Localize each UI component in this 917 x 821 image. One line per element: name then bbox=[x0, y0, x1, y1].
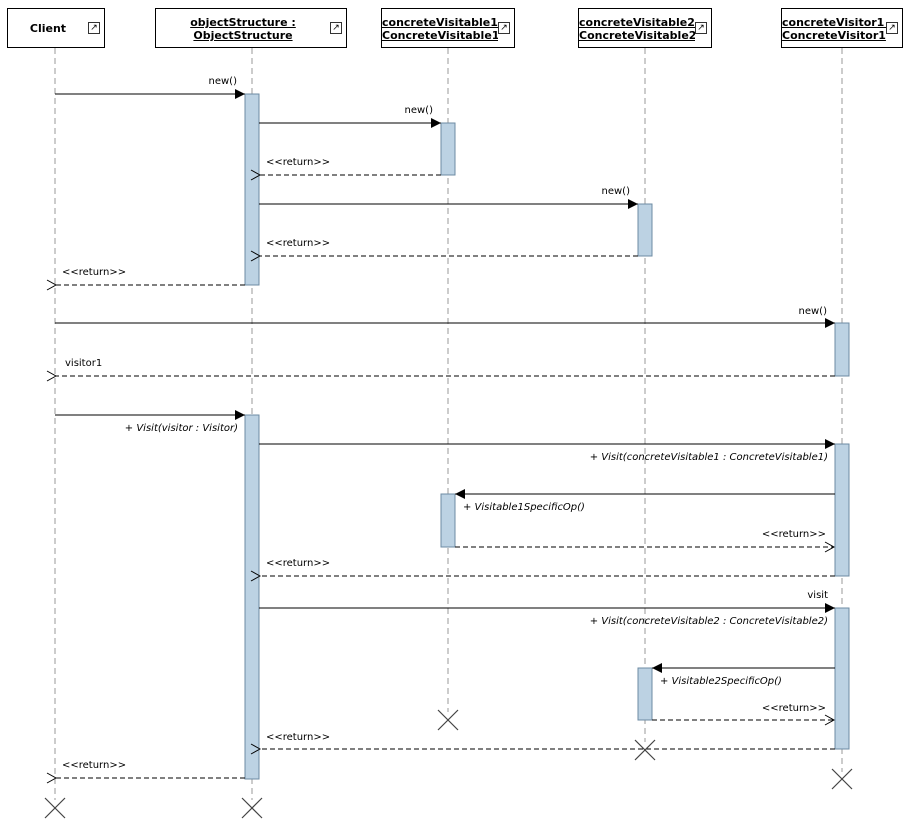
lifeline-name-concrete-visitor1: concreteVisitor1 :ConcreteVisitor1 bbox=[782, 16, 886, 42]
expand-arrow-icon[interactable]: ↗ bbox=[886, 22, 898, 34]
activation-bar bbox=[244, 414, 260, 780]
lifeline-header-concrete-visitable1[interactable]: concreteVisitable1 :ConcreteVisitable1 ↗ bbox=[381, 8, 515, 48]
message-label: <<return>> bbox=[266, 558, 330, 569]
lifeline-header-object-structure[interactable]: objectStructure :ObjectStructure ↗ bbox=[155, 8, 347, 48]
activation-bar bbox=[834, 443, 850, 577]
expand-arrow-icon[interactable]: ↗ bbox=[330, 22, 342, 34]
message-label: <<return>> bbox=[762, 529, 826, 540]
activation-bar bbox=[440, 122, 456, 176]
message-label: new() bbox=[602, 186, 631, 197]
message-label: visit bbox=[807, 590, 828, 601]
message-label: + Visit(concreteVisitable1 : ConcreteVis… bbox=[590, 452, 828, 463]
lifeline-name-client: Client bbox=[29, 22, 67, 35]
message-label: + Visit(concreteVisitable2 : ConcreteVis… bbox=[590, 616, 828, 627]
expand-arrow-icon[interactable]: ↗ bbox=[88, 22, 100, 34]
activation-bar bbox=[834, 322, 850, 377]
message-label: + Visitable1SpecificOp() bbox=[463, 502, 585, 513]
lifeline-header-concrete-visitor1[interactable]: concreteVisitor1 :ConcreteVisitor1 ↗ bbox=[781, 8, 903, 48]
message-label: <<return>> bbox=[62, 267, 126, 278]
destroy-marker bbox=[831, 768, 853, 790]
message-label: <<return>> bbox=[266, 732, 330, 743]
message-label: new() bbox=[209, 76, 238, 87]
activation-bar bbox=[440, 493, 456, 548]
expand-arrow-icon[interactable]: ↗ bbox=[695, 22, 707, 34]
lifeline-header-concrete-visitable2[interactable]: concreteVisitable2 :ConcreteVisitable2 ↗ bbox=[578, 8, 712, 48]
message-label: new() bbox=[405, 105, 434, 116]
message-label: <<return>> bbox=[266, 157, 330, 168]
activation-bar bbox=[244, 93, 260, 286]
message-label: <<return>> bbox=[62, 760, 126, 771]
expand-arrow-icon[interactable]: ↗ bbox=[498, 22, 510, 34]
message-label: <<return>> bbox=[266, 238, 330, 249]
lifeline-name-concrete-visitable1: concreteVisitable1 :ConcreteVisitable1 bbox=[382, 16, 498, 42]
message-label: new() bbox=[799, 306, 828, 317]
message-label: <<return>> bbox=[762, 703, 826, 714]
activation-bar bbox=[834, 607, 850, 750]
activation-bar bbox=[637, 203, 653, 257]
lifeline-name-object-structure: objectStructure :ObjectStructure bbox=[190, 16, 296, 42]
message-label: + Visit(visitor : Visitor) bbox=[125, 423, 238, 434]
destroy-marker bbox=[634, 739, 656, 761]
destroy-marker bbox=[241, 797, 263, 819]
lifeline-header-client[interactable]: Client ↗ bbox=[7, 8, 105, 48]
lifeline-name-concrete-visitable2: concreteVisitable2 :ConcreteVisitable2 bbox=[579, 16, 695, 42]
message-label: visitor1 bbox=[65, 358, 102, 369]
activation-bar bbox=[637, 667, 653, 721]
message-label: + Visitable2SpecificOp() bbox=[660, 676, 782, 687]
destroy-marker bbox=[44, 797, 66, 819]
destroy-marker bbox=[437, 709, 459, 731]
